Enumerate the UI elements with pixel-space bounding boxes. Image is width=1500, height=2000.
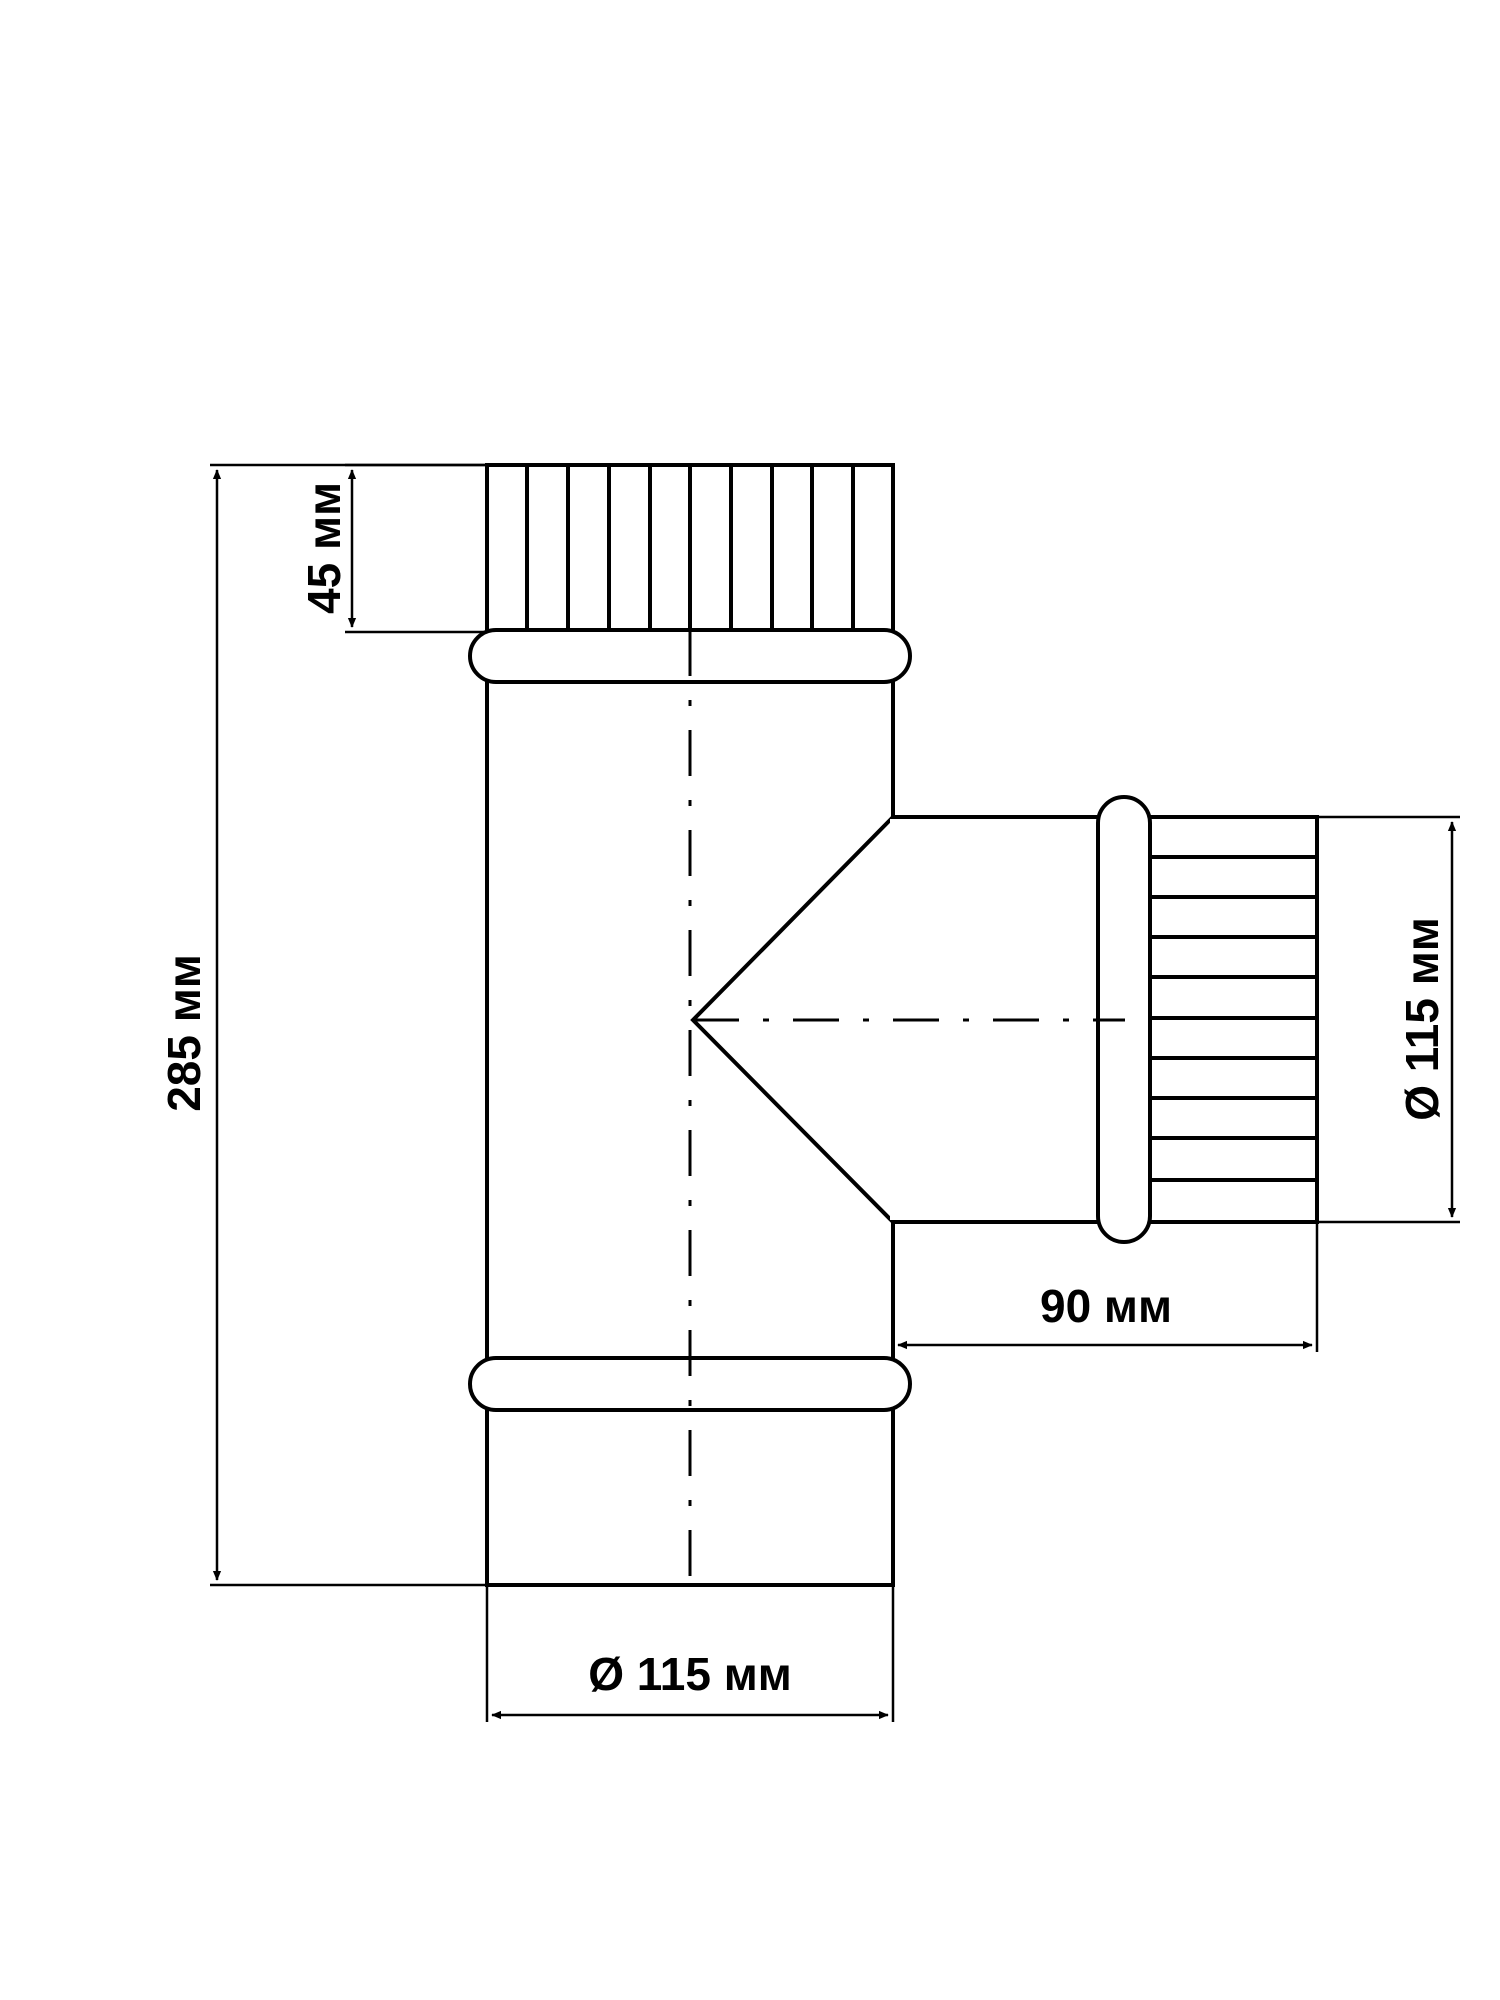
main-diameter-label: Ø 115 мм bbox=[588, 1648, 792, 1700]
collar-height-label: 45 мм bbox=[298, 482, 350, 614]
dimension-branch-length bbox=[897, 1222, 1319, 1352]
dimension-branch-diameter bbox=[1317, 815, 1460, 1224]
top-collar bbox=[485, 463, 895, 637]
branch-length-label: 90 мм bbox=[1040, 1280, 1172, 1332]
dimension-collar-height bbox=[345, 463, 485, 634]
total-height-label: 285 мм bbox=[158, 954, 210, 1112]
branch-diameter-label: Ø 115 мм bbox=[1396, 917, 1448, 1121]
branch-collar bbox=[1123, 815, 1319, 1224]
dimension-main-diameter bbox=[485, 1585, 895, 1722]
